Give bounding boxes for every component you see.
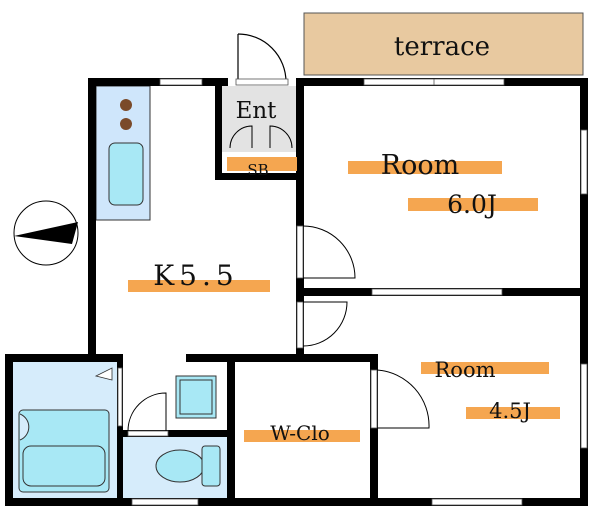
stove-burner-icon [120,118,132,130]
toilet-fixture [155,445,221,487]
windows [131,78,588,506]
door-room-small [296,301,348,349]
entrance-door [237,33,287,83]
washing-machine-pan [175,375,217,419]
bathtub [18,409,110,493]
door-room-large [296,225,356,279]
shoe-box-label: SB [247,161,268,179]
room-large-size: 6.0J [447,190,497,219]
entrance-inner-door [229,125,293,149]
terrace-area [303,12,584,76]
door-bath [94,367,123,427]
door-closet [370,369,430,429]
entrance-floor [222,86,296,152]
walls [5,78,588,506]
kitchen-sink [108,142,144,206]
room-small-size: 4.5J [489,399,531,423]
room-large-name: Room [381,150,459,181]
kitchen-label: K5.5 [153,259,238,292]
kitchen-counter [95,85,151,221]
compass-north-icon [13,200,79,266]
door-toilet [127,392,169,437]
entrance-label: Ent [236,98,278,124]
walk-in-closet-label: W-Clo [270,421,330,445]
room-small-name: Room [434,358,495,382]
washbasin [19,413,30,441]
terrace-label: terrace [394,32,490,62]
label-highlights [128,157,560,442]
stove-burner-icon [120,99,132,111]
